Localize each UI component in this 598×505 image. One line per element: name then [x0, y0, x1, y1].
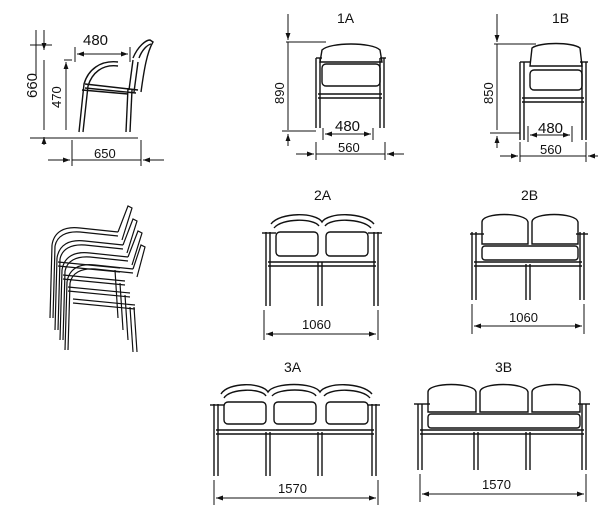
bench-3B-dimensions	[419, 474, 587, 502]
side-depth-label: 650	[94, 146, 116, 161]
chair-1B-height-label: 850	[481, 82, 496, 104]
bench-2B-dimensions	[471, 304, 585, 334]
bench-3B-title: 3B	[495, 359, 512, 375]
chair-1A-dimensions	[282, 14, 404, 160]
chair-1A-front-view	[315, 43, 386, 128]
chair-1B-inner-width-label: 480	[538, 120, 563, 137]
bench-3A-dimensions	[213, 480, 379, 505]
chair-1A-inner-width-label: 480	[335, 118, 360, 135]
bench-3A-front-view	[210, 383, 380, 476]
side-view-dimensions	[30, 30, 164, 166]
bench-2A-front-view	[262, 214, 382, 306]
bench-2B-front-view	[470, 213, 588, 300]
stacked-chairs-illustration	[49, 205, 146, 353]
side-total-height-label: 660	[24, 73, 41, 98]
chair-1A-height-label: 890	[272, 82, 287, 104]
chair-1A-outer-width-label: 560	[338, 140, 360, 155]
side-seat-width-label: 480	[83, 32, 108, 49]
bench-2A-dimensions	[263, 310, 379, 340]
bench-3B-width-label: 1570	[482, 477, 511, 492]
chair-1B-dimensions	[490, 14, 598, 162]
bench-2B-width-label: 1060	[509, 310, 538, 325]
chair-1B-title: 1B	[552, 10, 569, 26]
side-seat-height-label: 470	[49, 86, 64, 108]
chair-1A-title: 1A	[337, 10, 355, 26]
bench-3B-front-view	[414, 383, 590, 470]
bench-2B-title: 2B	[521, 187, 538, 203]
bench-3A-title: 3A	[284, 359, 302, 375]
bench-2A-width-label: 1060	[302, 317, 331, 332]
bench-3A-width-label: 1570	[278, 481, 307, 496]
bench-2A-title: 2A	[314, 187, 332, 203]
side-view-chair	[78, 39, 154, 133]
chair-1B-outer-width-label: 560	[540, 142, 562, 157]
chair-1B-front-view	[519, 42, 588, 140]
